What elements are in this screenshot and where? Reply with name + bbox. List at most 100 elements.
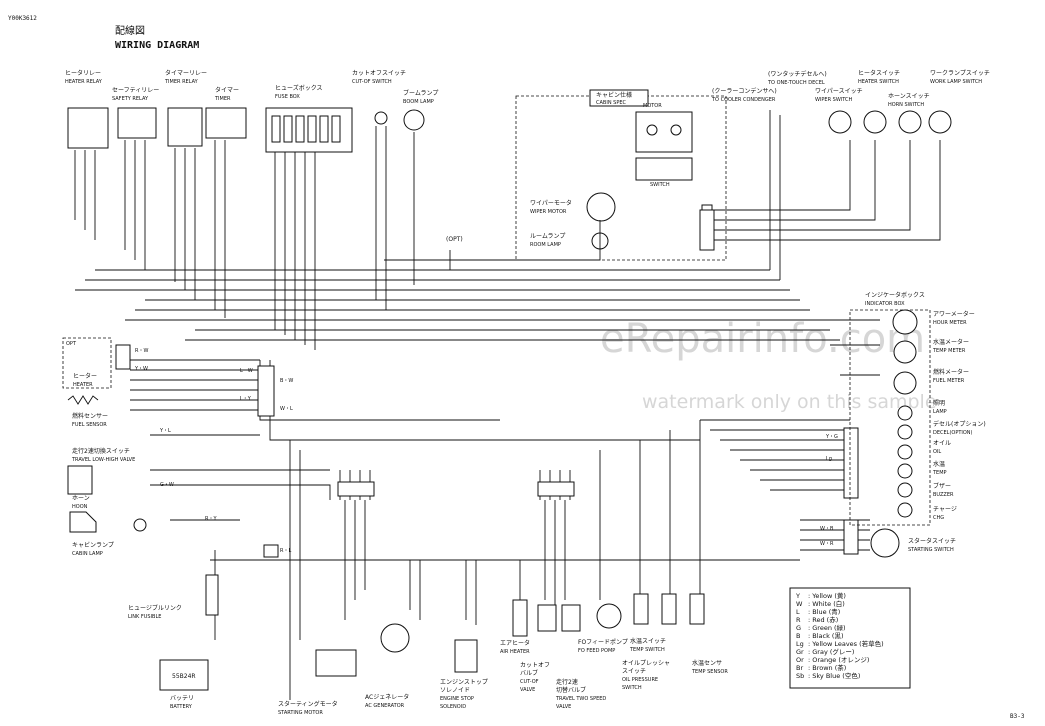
cutoff-valve-en1: CUT-OF — [520, 679, 539, 685]
cutoff-switch-jp: カットオフスイッチ — [352, 70, 406, 77]
wire-code-ry: R・Y — [205, 516, 217, 522]
fo-feed-pump-jp: FOフィードポンプ — [578, 638, 628, 646]
legend-code: Gr — [796, 648, 804, 656]
legend-text: : Green (緑) — [808, 623, 846, 632]
legend-text: : White (白) — [808, 599, 845, 608]
wire-code-yw: Y・W — [134, 366, 148, 372]
travel-two-speed-symbol — [561, 604, 581, 632]
travel-two-speed-jp1: 走行2速 — [556, 678, 578, 686]
legend-text: : Orange (オレンジ) — [808, 656, 869, 664]
cutoff-switch-symbol — [374, 111, 388, 125]
color-legend-box — [789, 587, 911, 689]
room-lamp-jp: ルームランプ — [530, 233, 565, 240]
horn-switch-jp: ホーンスイッチ — [888, 93, 930, 100]
indicator-box-en: INDICATOR BOX — [865, 301, 905, 307]
legend-code: Lg — [796, 640, 804, 648]
wiper-switch-en: WIPER SWITCH — [815, 97, 853, 103]
fusible-link-en: LINK FUSIBLE — [128, 614, 161, 620]
opt-label: (OPT) — [446, 236, 463, 243]
battery-en: BATTERY — [170, 704, 193, 710]
engine-stop-jp1: エンジンストップ — [440, 679, 488, 686]
room-lamp-en: ROOM LAMP — [530, 242, 561, 248]
work-lamp-ind-en: LAMP — [933, 409, 947, 415]
timer-relay-box — [167, 107, 203, 147]
cooler-condenser-jp: (クーラーコンデンサへ) — [712, 87, 777, 95]
legend-code: R — [796, 616, 801, 624]
timer-en: TIMER — [214, 96, 231, 102]
starting-motor-symbol — [315, 649, 357, 677]
connectors — [115, 209, 859, 616]
wiper-motor-symbol — [586, 192, 616, 222]
wiper-switch-jp: ワイパースイッチ — [815, 88, 863, 95]
ac-generator-symbol — [380, 623, 410, 653]
page-number: B3-3 — [1010, 713, 1025, 720]
hour-meter-en: HOUR METER — [933, 320, 967, 326]
charge-en: CHG — [933, 515, 944, 521]
horn-symbol — [69, 511, 97, 533]
wire-code-lw: L・W — [240, 368, 253, 374]
oil-en: OIL — [933, 449, 941, 455]
starter-switch-en: STARTING SWITCH — [908, 547, 954, 553]
air-heater-en: AIR HEATER — [500, 649, 530, 655]
oil-jp: オイル — [933, 440, 951, 447]
safety-relay-jp: セーフティリレー — [112, 87, 159, 94]
wire-code-rl: R・L — [280, 548, 291, 554]
buzzer-symbol — [897, 482, 913, 498]
cabin-lamp-en: CABIN LAMP — [72, 551, 103, 557]
legend-text: : Black (黒) — [808, 632, 843, 640]
fusible-link-jp: ヒュージブルリンク — [128, 604, 182, 612]
indicator-box-frame — [849, 309, 931, 526]
legend-code: W — [796, 600, 803, 608]
switch-label: SWITCH — [650, 182, 670, 188]
battery-jp: バッテリ — [170, 695, 194, 702]
legend-text: : Gray (グレー) — [808, 647, 854, 656]
color-legend: Y : Yellow (黄) W : White (白) L : Blue (青… — [795, 591, 884, 680]
wire-code-ly: L・Y — [240, 396, 252, 402]
title-jp: 配線図 — [115, 24, 145, 37]
horn-en: HOON — [72, 504, 88, 510]
watermark-sub: watermark only on this sample — [642, 391, 937, 413]
legend-code: L — [796, 608, 800, 616]
oil-pressure-symbol — [633, 593, 649, 625]
engine-stop-symbol — [454, 639, 478, 673]
temp-meter-en: TEMP METER — [932, 348, 966, 354]
heater-relay-box — [67, 107, 109, 149]
fuel-meter-symbol — [893, 371, 917, 395]
ac-generator-en: AC GENERATOR — [365, 703, 405, 709]
fo-feed-pump-symbol — [596, 603, 622, 629]
cabin-switch-box — [635, 157, 693, 181]
travel-valve-jp: 走行2速切換スイッチ — [72, 447, 130, 455]
heater-en: HEATER — [73, 382, 93, 388]
wire-code-rw: R・W — [135, 348, 148, 354]
cabin-lamp-jp: キャビンランプ — [72, 541, 114, 549]
cutoff-valve-jp1: カットオフ — [520, 662, 550, 669]
motor-label: MOTOR — [643, 103, 662, 109]
opt-frame — [62, 337, 112, 389]
buzzer-jp: ブザー — [933, 482, 951, 490]
hour-meter-jp: アワーメーター — [933, 310, 975, 318]
heater-switch-jp: ヒータスイッチ — [858, 69, 900, 77]
engine-stop-en1: ENGINE STOP — [440, 696, 474, 702]
heater-relay-jp: ヒータリレー — [65, 69, 101, 77]
work-lamp-switch-jp: ワークランプスイッチ — [930, 70, 990, 77]
temp-sensor-symbol — [689, 593, 705, 625]
wire-code-yl: Y・L — [159, 428, 171, 434]
cutoff-valve-jp2: バルブ — [520, 669, 538, 677]
decel-indicator-symbol — [897, 424, 913, 440]
temp-jp: 水温 — [933, 460, 945, 468]
wiper-motor-en: WIPER MOTOR — [530, 209, 567, 215]
indicator-box-jp: インジケータボックス — [865, 291, 925, 299]
wiper-motor-jp: ワイパーモータ — [530, 199, 572, 207]
battery-symbol — [159, 659, 209, 691]
one-touch-decel-jp: (ワンタッチデセルへ) — [768, 70, 827, 78]
motor-box — [635, 111, 693, 153]
travel-two-speed-jp2: 切替バルブ — [556, 686, 586, 694]
horn-switch-symbol — [898, 110, 922, 134]
doc-code: Y00K3612 — [8, 15, 37, 22]
timer-box — [205, 107, 247, 139]
legend-code: Sb — [796, 672, 804, 680]
charge-jp: チャージ — [933, 506, 957, 513]
timer-relay-jp: タイマーリレー — [165, 69, 207, 77]
timer-relay-en: TIMER RELAY — [164, 79, 199, 85]
legend-code: Or — [796, 656, 804, 664]
